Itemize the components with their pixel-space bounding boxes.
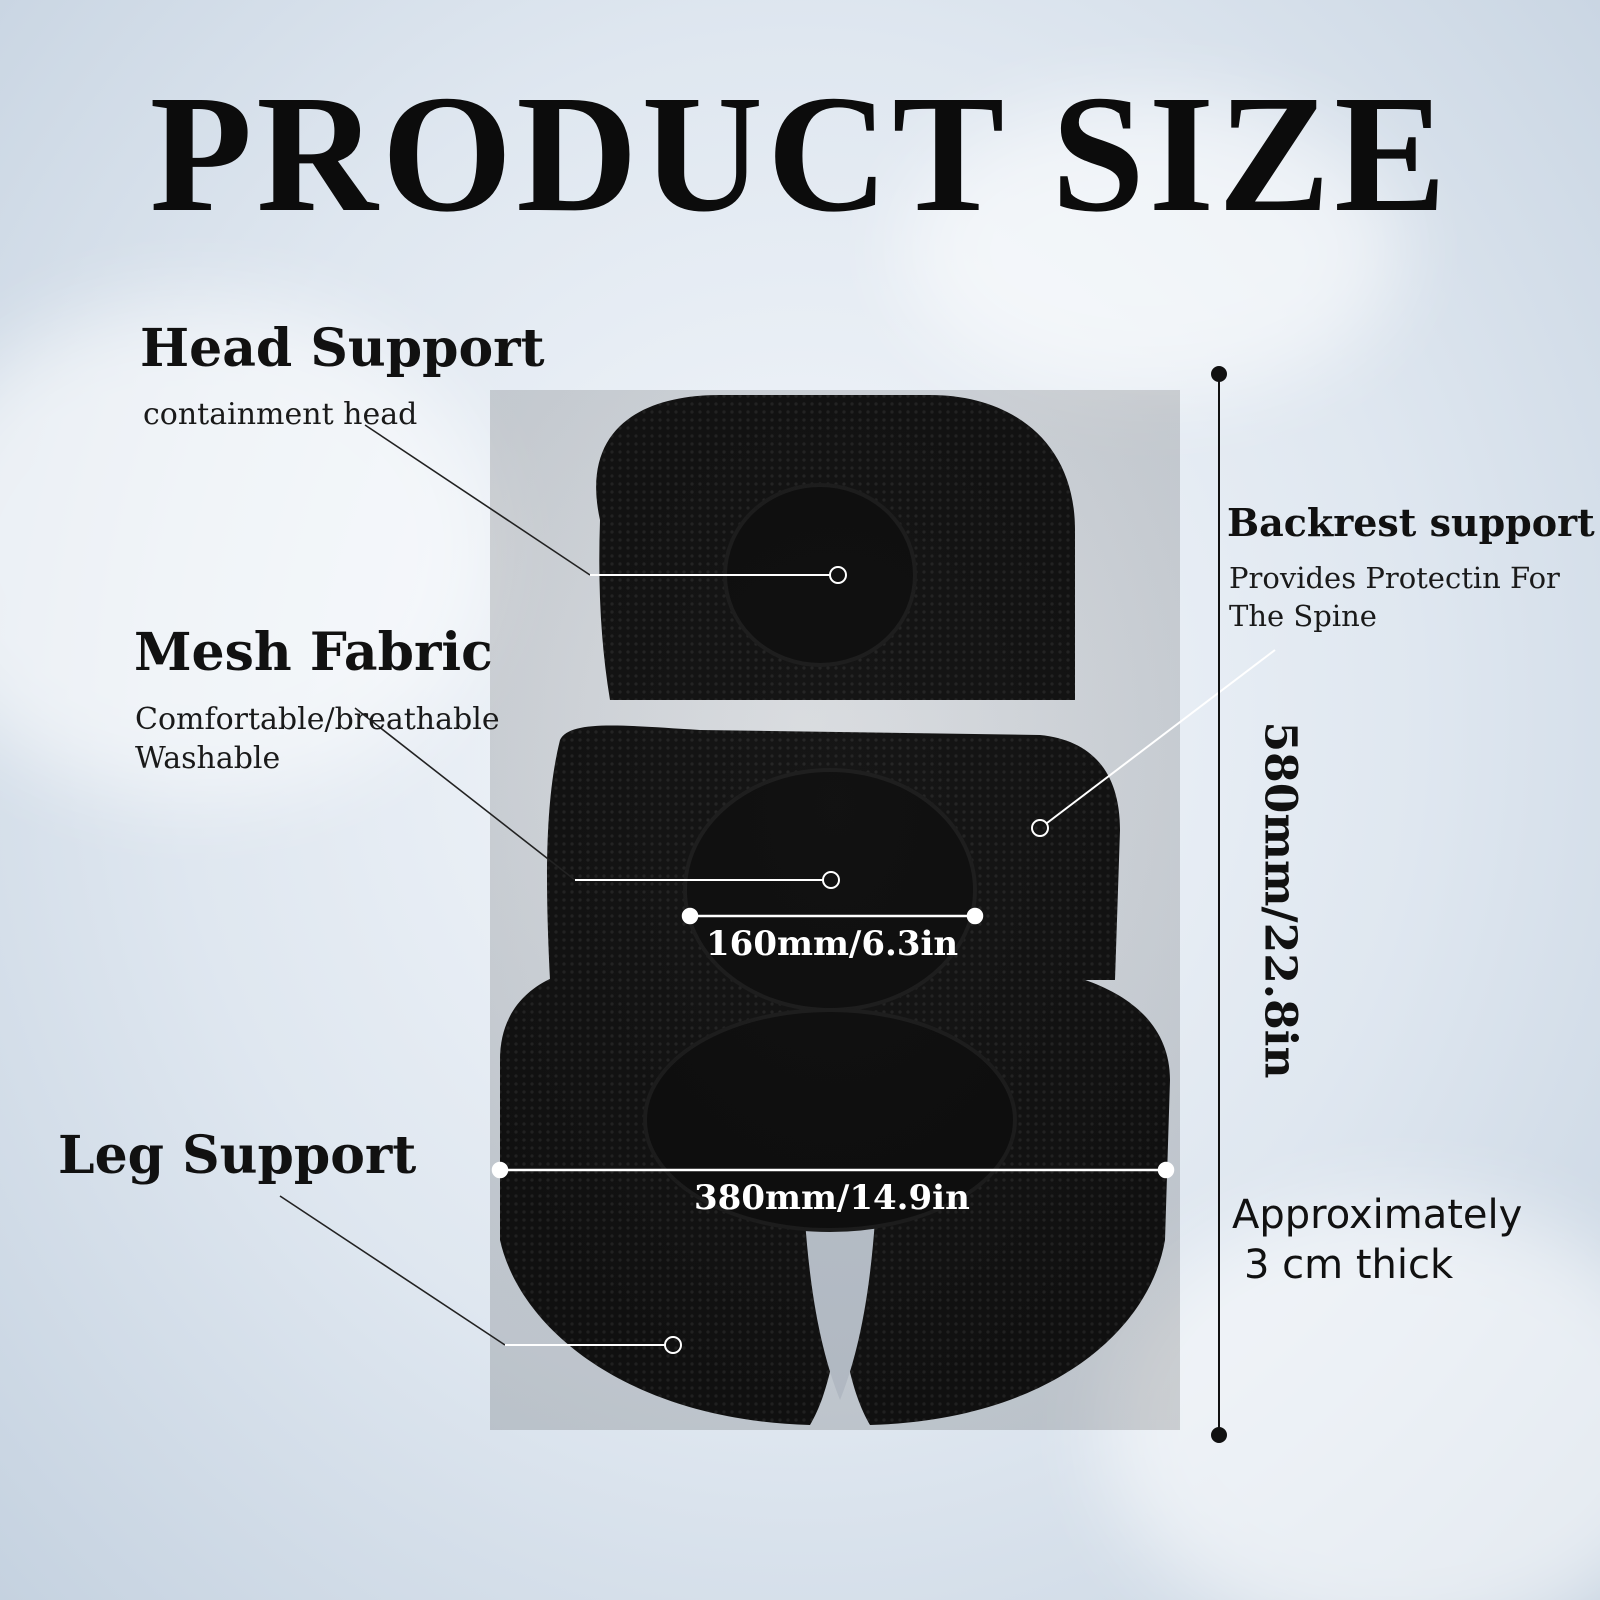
thickness-line1: Approximately [1232, 1192, 1523, 1238]
leg-point [664, 1336, 682, 1354]
mesh-leader [354, 707, 576, 881]
total-width-measure [491, 1161, 1175, 1179]
total-width-label: 380mm/14.9in [694, 1178, 970, 1218]
leg-support-title: Leg Support [58, 1125, 417, 1186]
leg-leader [279, 1195, 506, 1346]
cloud-decoration [0, 300, 500, 800]
backrest-support-desc: Provides Protectin For The Spine [1229, 560, 1560, 635]
backrest-pointer [1046, 649, 1276, 824]
inner-width-label: 160mm/6.3in [706, 924, 959, 964]
cloud-decoration [900, 100, 1400, 400]
height-label: 580mm/22.8in [1254, 721, 1306, 1079]
head-point [829, 566, 847, 584]
cushion-body [490, 390, 1180, 1430]
inner-width-measure [681, 907, 984, 925]
mesh-fabric-desc-line1: Comfortable/breathable [135, 702, 500, 737]
callout-leaders [279, 424, 591, 1346]
head-leader [364, 424, 591, 576]
mesh-fabric-desc: Comfortable/breathable Washable [135, 700, 500, 778]
height-measure [1211, 366, 1227, 1443]
thickness-line2: 3 cm thick [1244, 1242, 1454, 1288]
mesh-fabric-desc-line2: Washable [135, 741, 281, 776]
page-title: PRODUCT SIZE [149, 61, 1451, 247]
mesh-point [822, 871, 840, 889]
shading [490, 390, 1180, 1430]
mesh-fabric-title: Mesh Fabric [134, 622, 493, 683]
thickness-note: Approximately 3 cm thick [1232, 1190, 1522, 1290]
backrest-desc-line1: Provides Protectin For [1229, 561, 1560, 595]
callout-leaders-white [505, 566, 1276, 1354]
head-support-desc: containment head [143, 397, 418, 432]
backrest-desc-line2: The Spine [1229, 598, 1377, 633]
head-support-title: Head Support [140, 318, 545, 379]
backrest-point [1031, 819, 1049, 837]
backrest-support-title: Backrest support [1227, 500, 1595, 545]
